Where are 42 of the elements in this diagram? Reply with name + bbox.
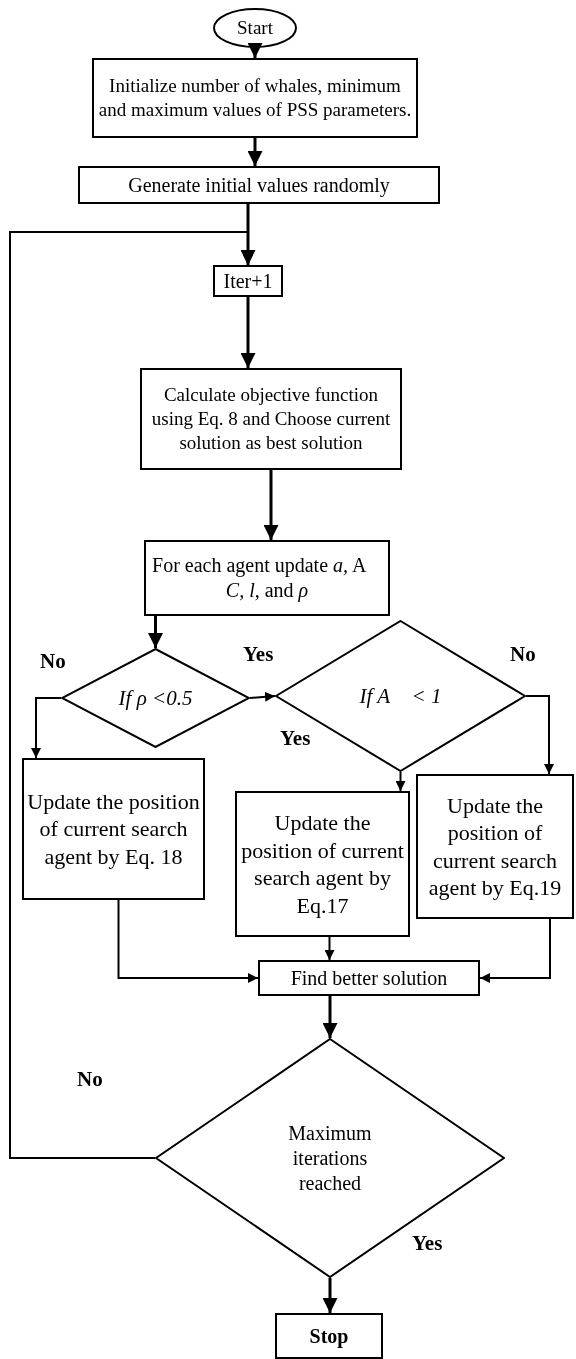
process-box bbox=[258, 960, 480, 996]
node-text: Calculate objective function using Eq. 8 and Choose current solution as best solution bbox=[150, 383, 392, 455]
process-box bbox=[213, 265, 283, 297]
node-text: Maximum iterations reached bbox=[287, 1120, 373, 1196]
arrow bbox=[31, 697, 62, 759]
arrow bbox=[247, 43, 263, 58]
node-text: Start bbox=[237, 16, 273, 40]
node-text: Find better solution bbox=[290, 965, 448, 991]
arrow bbox=[324, 936, 335, 961]
arrow bbox=[525, 695, 554, 775]
arrow bbox=[247, 138, 263, 166]
arrow bbox=[249, 691, 276, 702]
arrow bbox=[240, 204, 256, 265]
process-box bbox=[92, 58, 418, 138]
process-box bbox=[78, 166, 440, 204]
decision-diamond bbox=[155, 1038, 505, 1278]
process-box bbox=[140, 368, 402, 470]
process-box bbox=[235, 791, 410, 937]
node-text: Iter+1 bbox=[223, 268, 273, 294]
arrow bbox=[322, 996, 338, 1038]
arrow bbox=[117, 899, 259, 983]
node-text: Update the position of current search agent by Eq.19 bbox=[427, 791, 563, 902]
arrow bbox=[479, 918, 551, 983]
node-text: Update the position of current search agent by Eq.17 bbox=[240, 809, 405, 919]
node-text: Update the position of current search agent by Eq. 18 bbox=[27, 787, 200, 871]
terminal-ellipse bbox=[213, 8, 297, 48]
arrow bbox=[148, 616, 163, 648]
node-text: If A⃗ < 1 bbox=[359, 682, 442, 710]
stop-terminal bbox=[275, 1313, 383, 1359]
node-text: Generate initial values randomly bbox=[128, 172, 390, 198]
arrow bbox=[322, 1278, 338, 1313]
process-box bbox=[416, 774, 574, 919]
process-box bbox=[144, 540, 390, 616]
arrow bbox=[9, 231, 253, 1159]
process-box bbox=[22, 758, 205, 900]
arrow bbox=[263, 470, 279, 540]
arrow bbox=[395, 771, 406, 792]
node-text: Initialize number of whales, minimum and maximum values of PSS parameters. bbox=[97, 74, 413, 122]
arrow bbox=[240, 297, 256, 368]
node-text: Stop bbox=[309, 1323, 349, 1349]
node-text: If ρ <0.5 bbox=[118, 684, 193, 712]
node-text: For each agent update a, A⃗ C, l, and ρ bbox=[151, 553, 383, 603]
